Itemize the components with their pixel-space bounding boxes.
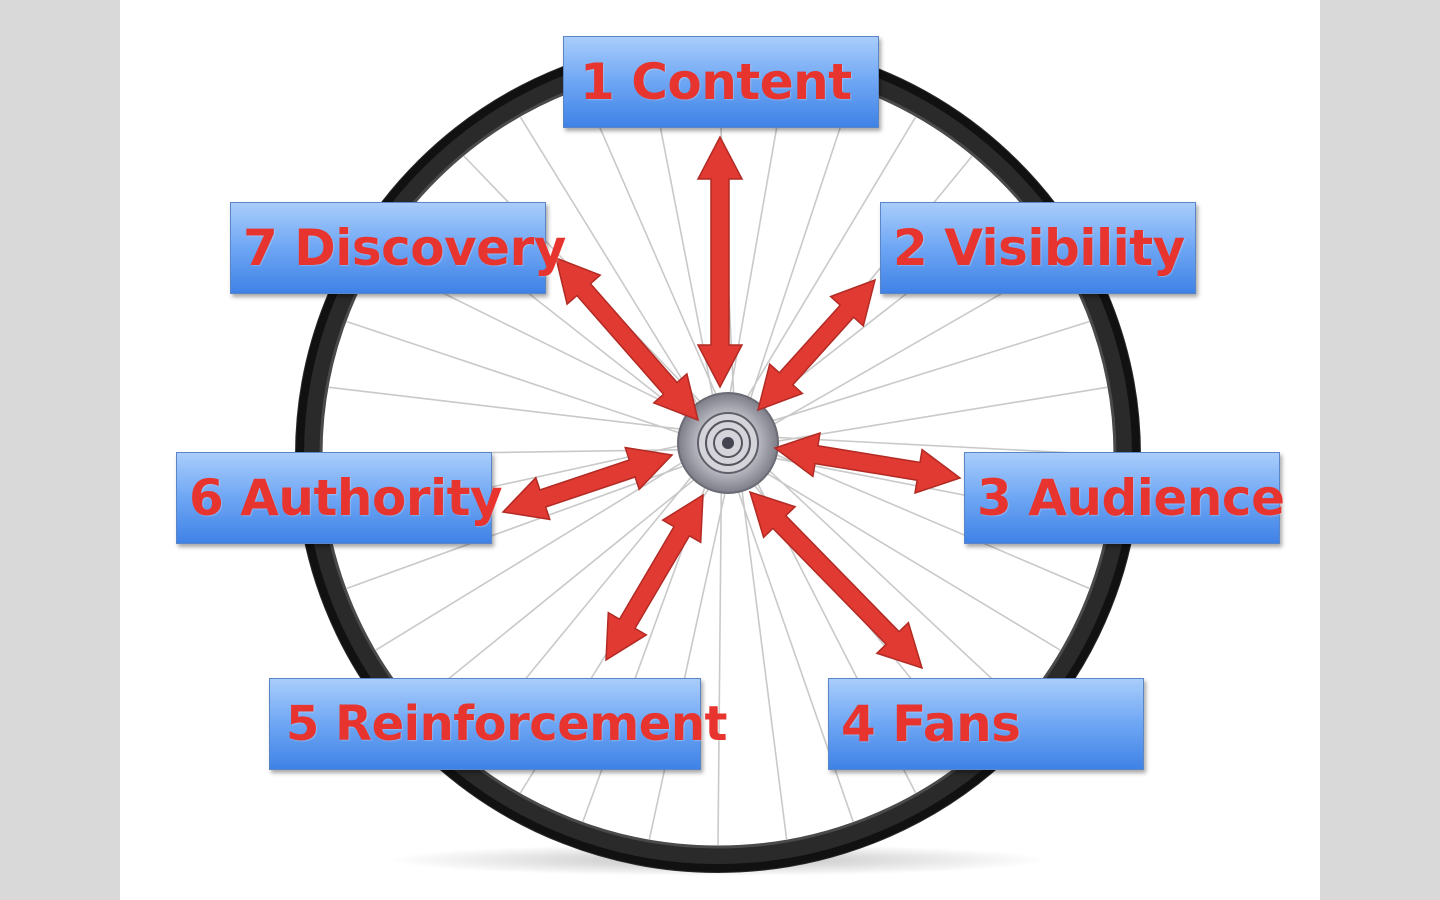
label-fans: 4 Fans [841,695,1021,753]
spoke [519,116,709,422]
spoke [582,88,725,414]
spoke [717,472,723,846]
label-reinforcement: 5 Reinforcement [286,696,727,752]
box-visibility: 2 Visibility [880,202,1196,294]
label-authority: 6 Authority [189,469,503,527]
label-audience: 3 Audience [977,469,1285,527]
wheel-hub [677,392,779,494]
label-content: 1 Content [580,53,852,111]
box-content: 1 Content [563,36,879,128]
label-discovery: 7 Discovery [243,219,566,277]
arrow-fans [748,490,924,670]
spoke [648,472,731,840]
spoke [346,320,699,440]
spoke [328,386,701,433]
box-audience: 3 Audience [964,452,1285,544]
spoke [753,320,1090,428]
arrow-audience [773,431,962,495]
box-fans: 4 Fans [828,678,1144,770]
spoke [743,88,854,418]
box-reinforcement: 5 Reinforcement [269,678,727,770]
spoke [754,456,1022,707]
spoke [736,116,917,415]
spoke [738,470,788,840]
spoke [749,462,1061,651]
arrow-discovery [554,256,700,422]
spoke [414,466,711,707]
box-discovery: 7 Discovery [230,202,566,294]
arrow-content [696,135,744,389]
label-visibility: 2 Visibility [893,219,1185,277]
spoke [375,451,700,651]
arrow-visibility [756,278,877,412]
arrow-authority [501,446,674,521]
arrow-group [501,135,962,670]
arrow-reinforcement [605,493,704,662]
box-authority: 6 Authority [176,452,503,544]
